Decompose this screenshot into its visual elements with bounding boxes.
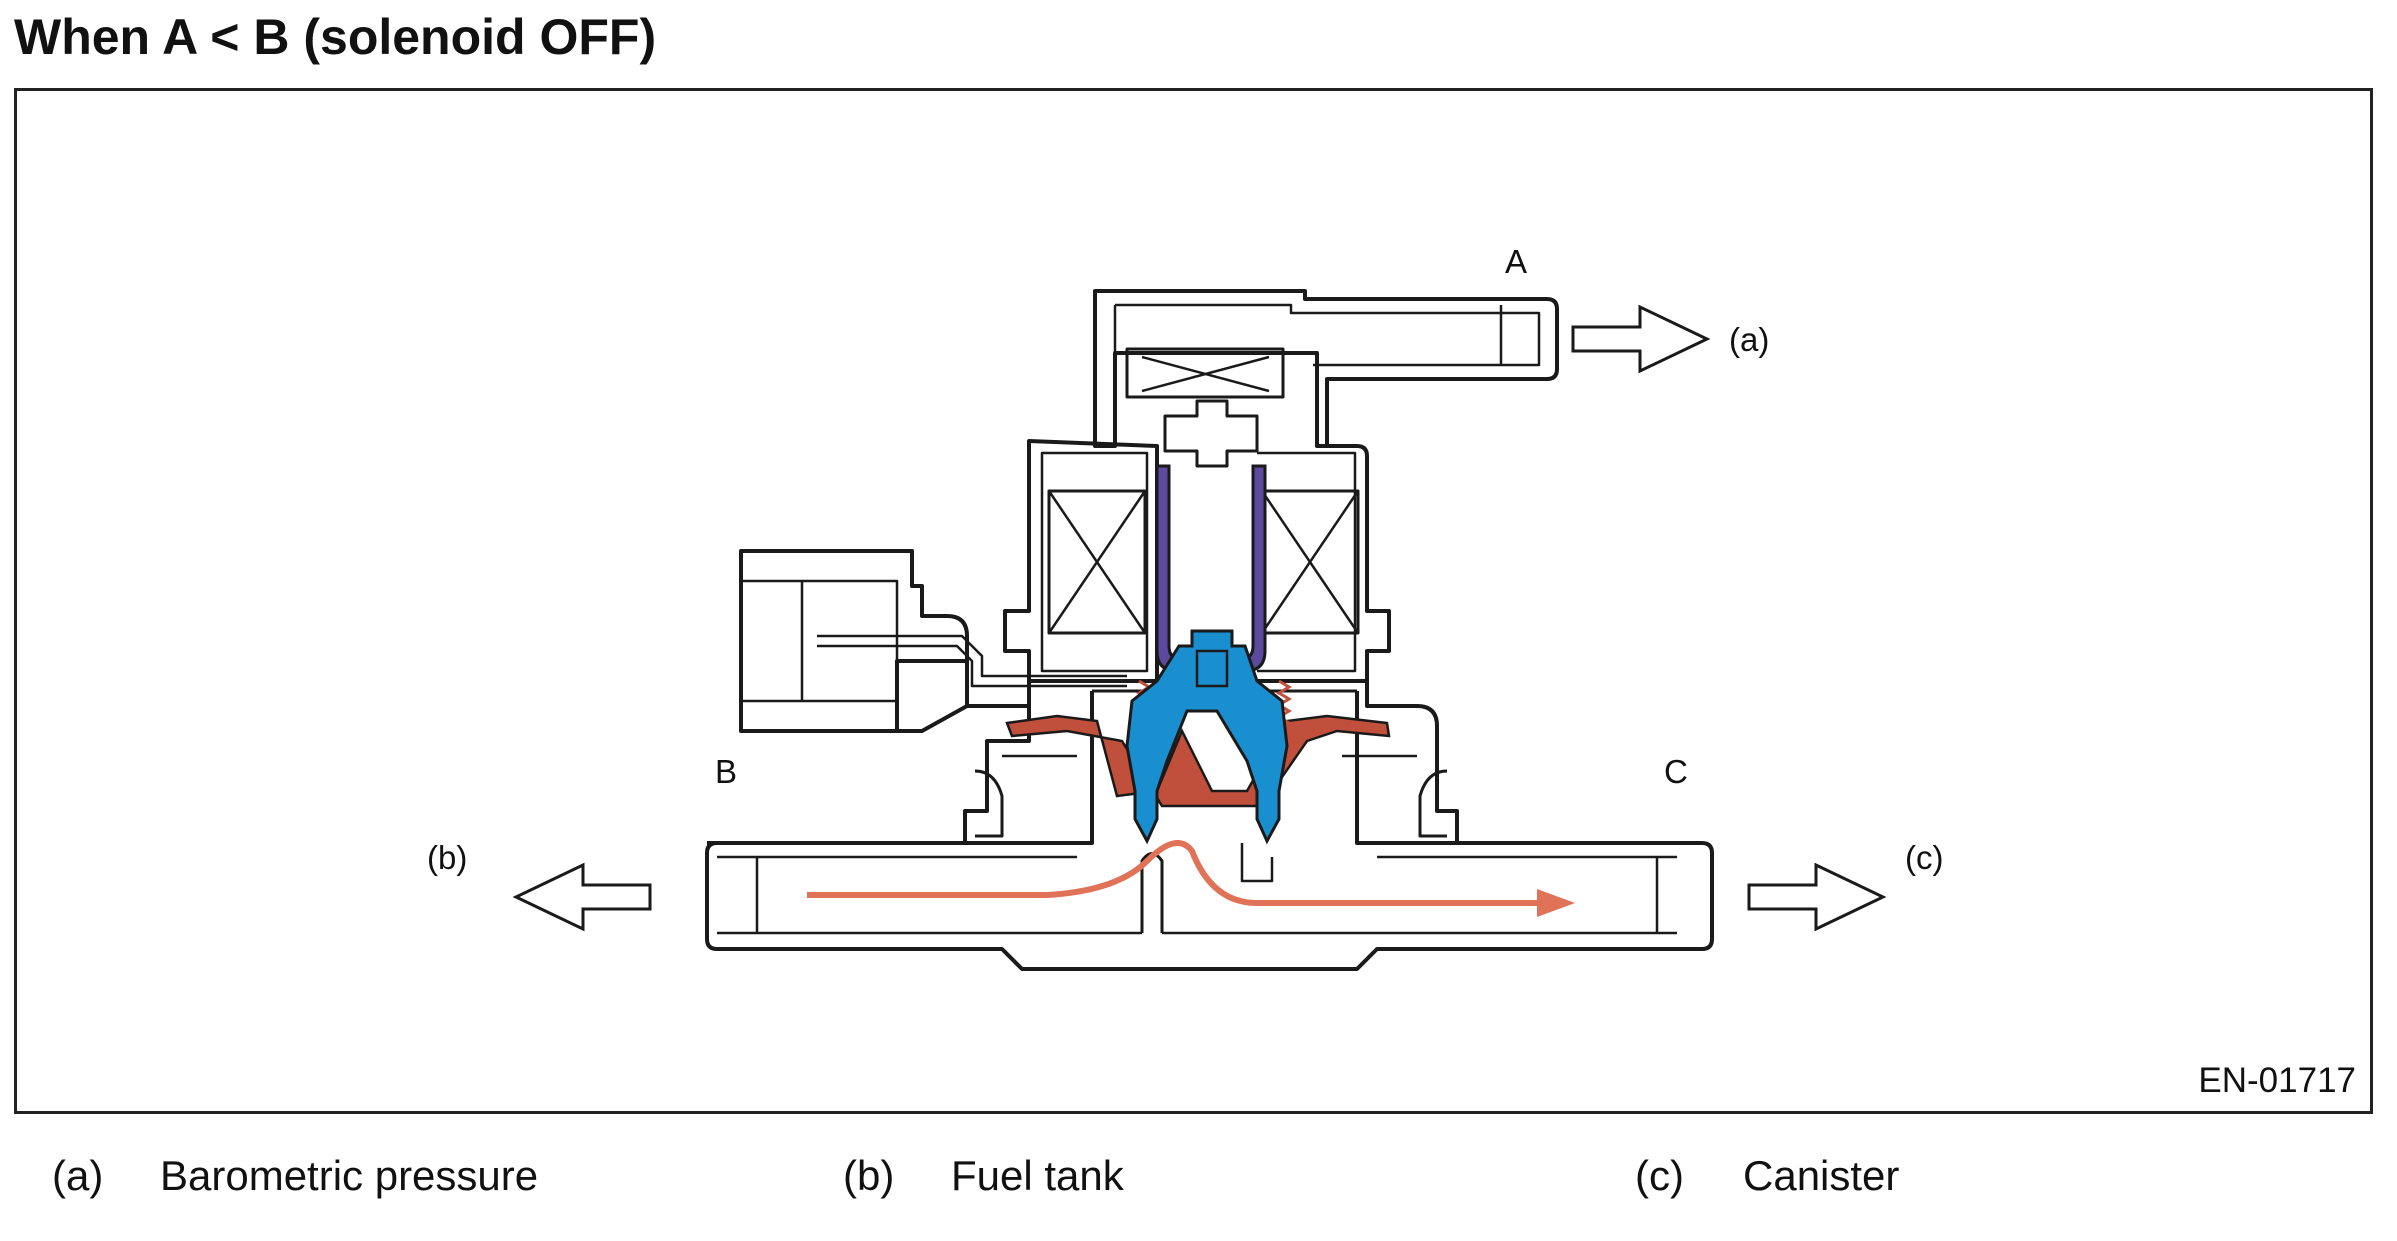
flow-label-c: (c) xyxy=(1905,839,1943,876)
arrow-a xyxy=(1571,304,1711,374)
legend-text: Canister xyxy=(1743,1152,1900,1199)
electrical-connector xyxy=(739,549,969,733)
flow-label-b: (b) xyxy=(427,839,467,876)
valve-body xyxy=(1125,629,1289,845)
valve-diagram: A B C (a) (b) (c) xyxy=(427,243,1943,971)
flow-arrow-path xyxy=(807,840,1537,906)
port-label-c: C xyxy=(1664,753,1688,790)
legend-text: Barometric pressure xyxy=(160,1152,539,1199)
legend-item-a: (a) Barometric pressure xyxy=(52,1152,538,1200)
left-coil xyxy=(1047,489,1147,635)
arrow-c xyxy=(1747,862,1887,932)
upper-housing xyxy=(1093,289,1559,448)
page-title: When A < B (solenoid OFF) xyxy=(14,9,657,65)
legend-item-c: (c) Canister xyxy=(1635,1152,1899,1200)
diagram-frame: A B C (a) (b) (c) EN-01717 xyxy=(14,88,2373,1114)
legend-item-b: (b) Fuel tank xyxy=(843,1152,1124,1200)
arrow-b xyxy=(512,862,652,932)
port-label-b: B xyxy=(715,753,737,790)
legend-key: (b) xyxy=(843,1152,895,1199)
flow-arrow-head xyxy=(1537,889,1575,917)
port-label-a: A xyxy=(1505,243,1527,280)
legend-key: (c) xyxy=(1635,1152,1684,1199)
top-coil-box xyxy=(1125,347,1285,399)
flow-label-a: (a) xyxy=(1729,321,1769,358)
lower-tube xyxy=(705,841,1714,971)
legend-text: Fuel tank xyxy=(951,1152,1124,1199)
diaphragm xyxy=(1005,714,1391,808)
figure-id: EN-01717 xyxy=(2198,1061,2356,1100)
legend-key: (a) xyxy=(52,1152,104,1199)
solenoid-body xyxy=(1003,439,1159,683)
